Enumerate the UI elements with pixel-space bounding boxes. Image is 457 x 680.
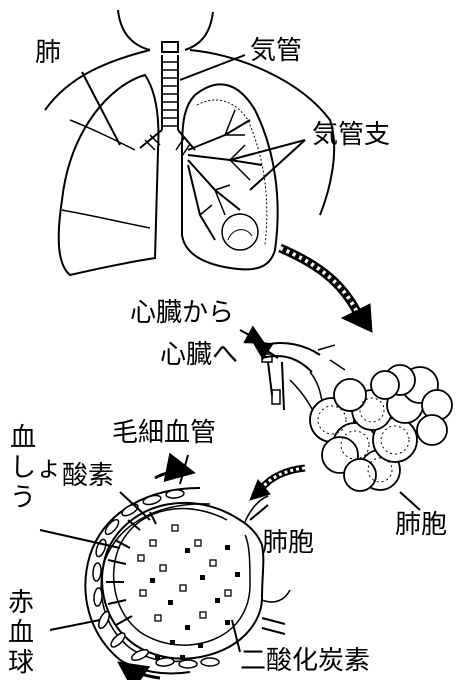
label-alveoli-cluster: 肺胞 — [395, 512, 447, 538]
cluster-leader-line — [400, 492, 420, 510]
label-oxygen: 酸素 — [62, 463, 114, 489]
label-rbc-1: 赤 — [8, 590, 34, 616]
label-rbc-2: 血 — [8, 620, 34, 646]
capillary-wall — [85, 488, 210, 674]
label-lung: 肺 — [35, 40, 61, 66]
label-bronchus: 気管支 — [312, 122, 390, 148]
label-to-heart: 心臓へ — [160, 342, 238, 368]
label-from-heart: 心臓から — [130, 300, 234, 326]
label-capillary: 毛細血管 — [112, 420, 216, 446]
label-plasma-3: う — [10, 485, 36, 511]
alveoli-cluster — [310, 365, 452, 491]
rbc-ellipses — [92, 489, 219, 668]
lung-to-alveoli-arrow — [280, 248, 372, 332]
label-alveolus-large: 肺胞 — [262, 530, 314, 556]
label-rbc-3: 球 — [8, 650, 34, 676]
label-plasma-1: 血 — [10, 425, 36, 451]
enlarged-alveolus — [102, 496, 290, 659]
top-leader-lines — [82, 55, 305, 190]
trachea — [140, 42, 195, 156]
label-co2: 二酸化炭素 — [240, 648, 370, 674]
oxygen-particles — [138, 525, 231, 621]
label-trachea: 気管 — [250, 38, 302, 64]
cluster-to-alveolus-arrow — [250, 468, 305, 500]
label-plasma-2: しょ — [10, 455, 62, 481]
left-lung — [59, 75, 159, 275]
